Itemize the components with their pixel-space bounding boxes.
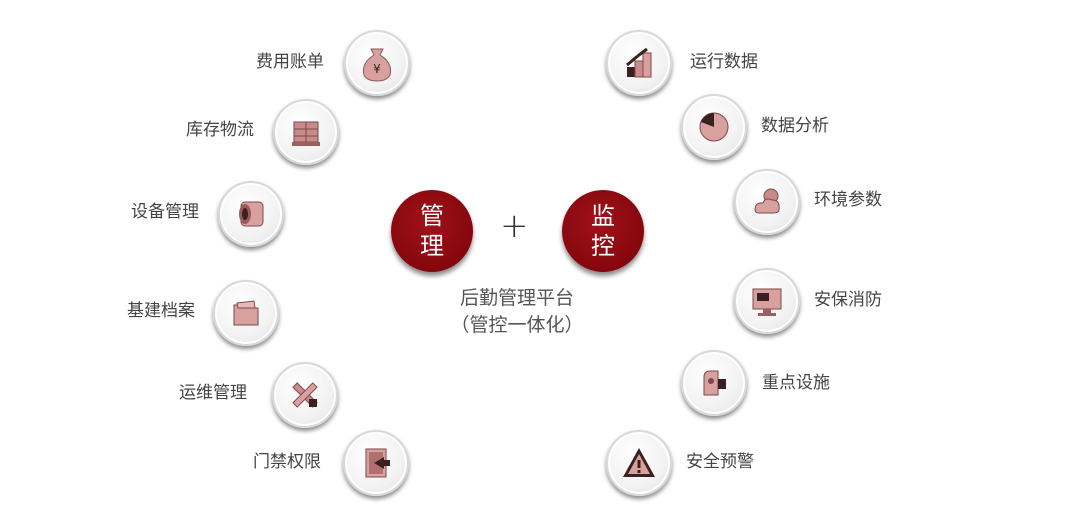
monitor-badge: 监 控 bbox=[562, 190, 644, 272]
label-infrastructure: 基建档案 bbox=[127, 301, 195, 321]
label-runtime-data: 运行数据 bbox=[690, 52, 758, 72]
label-environment: 环境参数 bbox=[814, 190, 882, 210]
platform-title: 后勤管理平台 bbox=[459, 287, 574, 309]
platform-subtitle: （管控一体化） bbox=[450, 314, 584, 336]
label-fee-bill: 费用账单 bbox=[256, 52, 324, 72]
label-equipment: 设备管理 bbox=[131, 202, 199, 222]
label-access-control: 门禁权限 bbox=[253, 452, 321, 472]
label-data-analysis: 数据分析 bbox=[761, 116, 829, 136]
weather-sun-cloud-icon[interactable] bbox=[734, 169, 800, 235]
money-bag-icon[interactable]: ¥ bbox=[344, 30, 410, 96]
pie-chart-icon[interactable] bbox=[681, 94, 747, 160]
facility-icon[interactable] bbox=[681, 350, 747, 416]
label-security-fire: 安保消防 bbox=[814, 290, 882, 310]
svg-text:¥: ¥ bbox=[373, 62, 381, 76]
label-safety-alert: 安全预警 bbox=[686, 452, 754, 472]
tools-icon[interactable] bbox=[272, 362, 338, 428]
management-badge-char-2: 理 bbox=[420, 232, 444, 260]
machine-part-icon[interactable] bbox=[218, 181, 284, 247]
management-badge: 管 理 bbox=[391, 190, 473, 272]
monitor-badge-char-1: 监 bbox=[591, 202, 615, 230]
label-operations: 运维管理 bbox=[179, 383, 247, 403]
monitor-camera-icon[interactable] bbox=[734, 268, 800, 334]
bar-growth-icon[interactable] bbox=[606, 30, 672, 96]
management-badge-char-1: 管 bbox=[420, 202, 444, 230]
monitor-badge-char-2: 控 bbox=[591, 232, 615, 260]
platform-title-block: 后勤管理平台 （管控一体化） bbox=[428, 285, 606, 339]
door-enter-icon[interactable] bbox=[343, 430, 409, 496]
warning-icon[interactable] bbox=[606, 430, 672, 496]
plus-sign: + bbox=[500, 206, 529, 246]
label-inventory: 库存物流 bbox=[186, 120, 254, 140]
label-key-facilities: 重点设施 bbox=[762, 373, 830, 393]
pallet-boxes-icon[interactable] bbox=[273, 99, 339, 165]
folder-icon[interactable] bbox=[213, 280, 279, 346]
